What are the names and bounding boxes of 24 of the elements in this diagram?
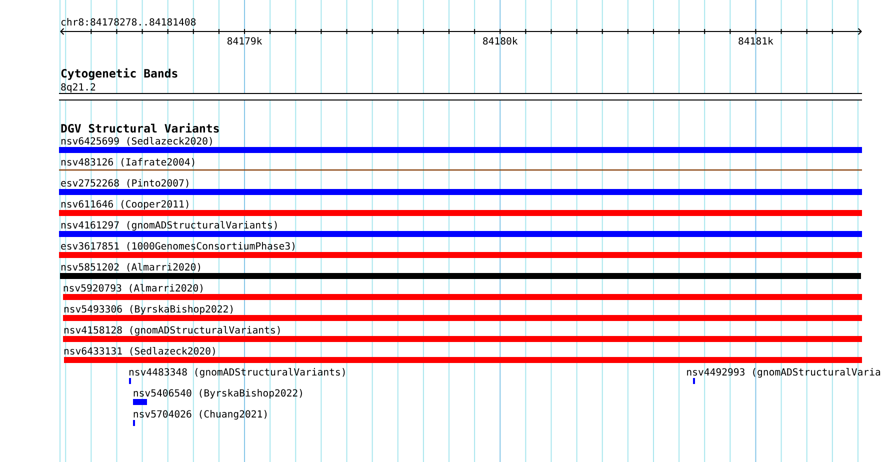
variant-label: nsv4492993 (gnomADStructuralVaria	[687, 368, 880, 378]
variant-label: nsv6425699 (Sedlazeck2020)	[61, 137, 212, 146]
variant-label: nsv4161297 (gnomADStructuralVariants)	[61, 221, 277, 231]
ruler-label: chr8:84178278..84181408	[61, 18, 196, 26]
variant-label: nsv4158128 (gnomADStructuralVariants)	[64, 326, 280, 336]
tick-label: 84181k	[738, 37, 774, 45]
variant-line	[59, 169, 862, 171]
variant-label: esv2752268 (Pinto2007)	[61, 179, 188, 188]
variant-label: nsv5406540 (ByrskaBishop2022)	[134, 389, 302, 399]
track-heading: DGV Structural Variants	[61, 123, 219, 133]
tick-label: 84180k	[483, 37, 518, 45]
variant-label: nsv5704026 (Chuang2021)	[134, 410, 267, 420]
variant-label: nsv5851202 (Almarri2020)	[61, 263, 200, 272]
tick-label: 84179k	[227, 37, 262, 45]
variant-label: nsv6433131 (Sedlazeck2020)	[64, 347, 215, 356]
variant-label: nsv5920793 (Almarri2020)	[64, 284, 202, 293]
chromosome-band	[58, 93, 862, 100]
track-heading: Cytogenetic Bands	[61, 68, 178, 80]
variant-label: nsv611646 (Cooper2011)	[61, 200, 188, 210]
variant-label: nsv5493306 (ByrskaBishop2022)	[64, 305, 233, 315]
variant-label: nsv4483348 (gnomADStructuralVariants)	[129, 368, 345, 378]
variant-label: esv3617851 (1000GenomesConsortiumPhase3)	[61, 242, 294, 251]
band-label: 8q21.2	[61, 83, 96, 93]
variant-label: nsv483126 (Iafrate2004)	[61, 158, 194, 167]
